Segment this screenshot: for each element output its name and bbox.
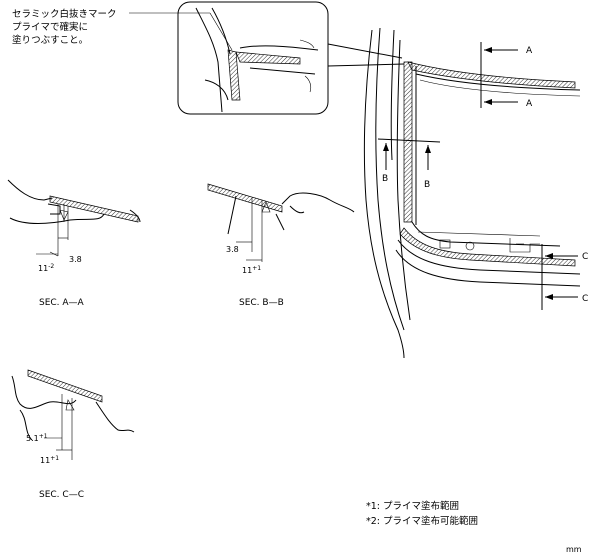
windshield-main-view <box>363 27 581 359</box>
callout-line-3: 塗りつぶすこと。 <box>12 34 88 46</box>
bb-dim-small: 3.8 <box>226 245 239 254</box>
cc-title: SEC. C—C <box>39 490 84 500</box>
marker-c-bottom: C <box>582 294 588 304</box>
bb-title: SEC. B—B <box>239 298 284 308</box>
detail-zoom-box <box>177 1 405 115</box>
bb-dim-large: 11+1 <box>242 265 261 275</box>
section-cc-drawing: 5.1+1 11+1 SEC. C—C <box>11 369 135 500</box>
aa-title: SEC. A—A <box>39 298 85 308</box>
cc-dim-small: 5.1+1 <box>26 433 48 443</box>
callout-line-1: セラミック白抜きマーク <box>12 8 117 20</box>
note-2: *2: プライマ塗布可能範囲 <box>366 515 478 527</box>
legend-notes: *1: プライマ塗布範囲 *2: プライマ塗布可能範囲 <box>366 500 478 527</box>
unit-label: mm <box>566 545 582 554</box>
section-bb-drawing: 3.8 11+1 SEC. B—B <box>207 183 355 308</box>
cc-dim-large: 11+1 <box>40 455 59 465</box>
marker-b-left: B <box>382 174 388 184</box>
marker-b-right: B <box>424 180 430 190</box>
section-marker-a: A A <box>480 42 533 109</box>
aa-dim-small: 3.8 <box>69 255 82 264</box>
marker-c-top: C <box>582 252 588 262</box>
marker-a-top: A <box>526 46 533 56</box>
section-marker-b: B B <box>377 138 441 190</box>
note-1: *1: プライマ塗布範囲 <box>366 500 459 512</box>
callout-note: セラミック白抜きマーク プライマで確実に 塗りつぶすこと。 <box>12 8 233 51</box>
callout-line-2: プライマで確実に <box>12 21 88 33</box>
section-aa-drawing: 3.8 11-2 SEC. A—A <box>7 179 141 308</box>
aa-dim-large: 11-2 <box>38 263 54 273</box>
marker-a-bottom: A <box>526 99 533 109</box>
section-marker-c: C C <box>541 244 588 310</box>
